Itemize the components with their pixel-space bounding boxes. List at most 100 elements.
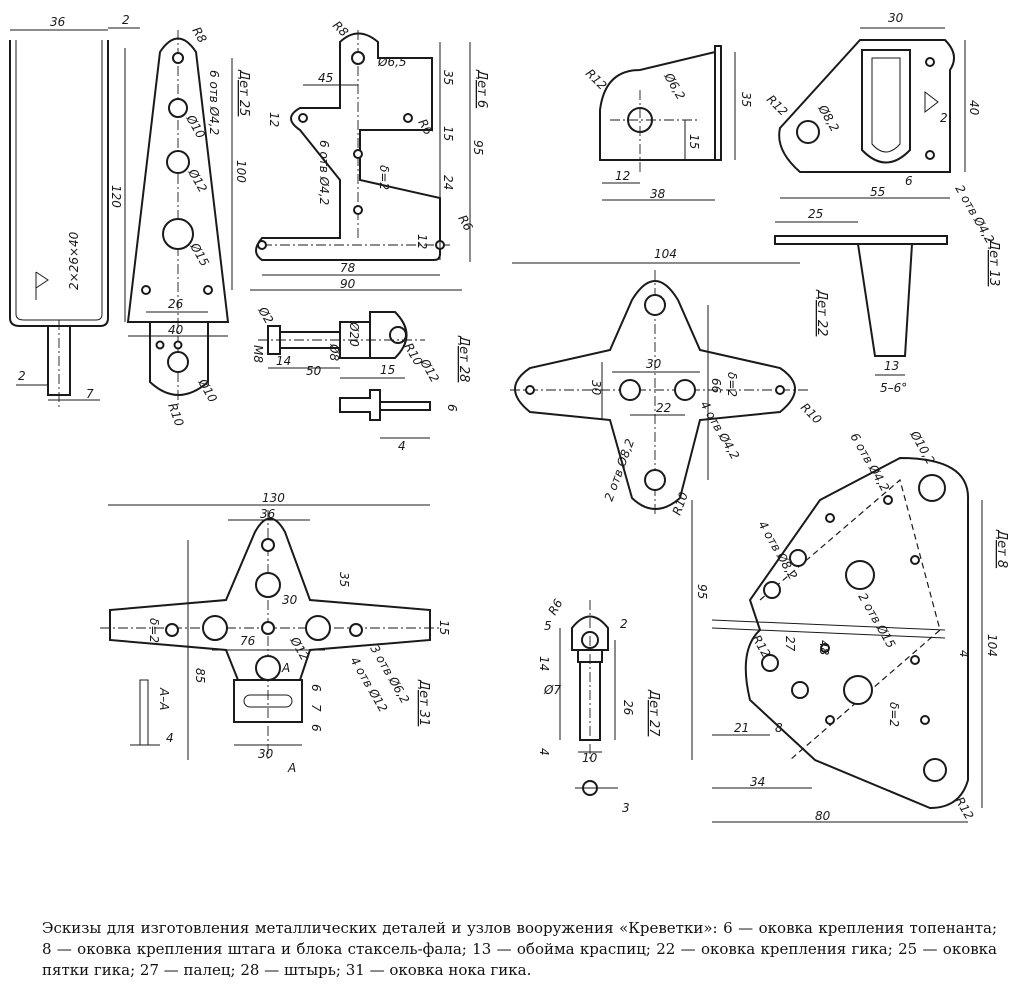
p22-30h: 30 [646,357,662,371]
p27-5: 5 [544,619,552,633]
p8-8: 8 [775,721,783,735]
p8-21: 21 [734,721,749,735]
p13-r12: R12 [764,92,791,119]
p22-30v: 30 [589,380,603,396]
p31-130: 130 [262,491,285,505]
part-6: R8 Ø6,5 35 45 12 R6 15 95 6 отв Ø4,2 δ=2… [250,18,489,291]
p13-55: 55 [870,185,885,199]
p31-label: Дет 31 [416,679,431,726]
p6-d65: Ø6,5 [377,55,407,69]
part-27: R6 5 2 14 Ø7 26 10 4 3 Дет 27 [537,596,661,815]
p22-thick: δ=2 [725,372,739,397]
p27-3: 3 [622,801,630,815]
p27-4: 4 [537,748,551,756]
p8-95: 95 [695,584,709,599]
p31-6: 6 [309,684,323,692]
p28-14: 14 [276,354,291,368]
p28-6: 6 [445,404,459,412]
p8-thick: δ=2 [887,702,901,727]
p31-15: 15 [437,620,451,635]
p13-holes: 2 отв Ø4,2 [952,183,997,246]
p13-13: 13 [884,359,899,373]
p6-thick: δ=2 [377,165,391,190]
p6-35: 35 [441,70,455,85]
p28-d20: Ø20 [347,321,361,347]
p13-6: 6 [905,174,913,188]
p31-30: 30 [282,593,298,607]
p6-12b: 12 [415,234,429,249]
p22-22: 22 [656,401,671,415]
p6-r6b: R6 [455,213,475,234]
part-25: R8 6 отв Ø4,2 Ø10 Ø12 Ø15 120 100 26 40 … [109,25,251,429]
p25-label: Дет 25 [236,69,251,116]
p28-d2: Ø2 [255,304,276,327]
p22-104: 104 [654,247,677,261]
p27-14: 14 [537,656,551,671]
p31-secA: A [281,661,290,675]
p31-section: А–А [157,687,171,710]
p13-2: 2 [940,111,948,125]
p25-holes: 6 отв Ø4,2 [207,70,221,135]
p6-12: 12 [267,112,281,127]
p31-thick: δ=2 [147,618,161,643]
side-15: 15 [687,134,701,149]
p6-24: 24 [441,175,455,190]
figure-caption: Эскизы для изготовления металлических де… [42,919,997,979]
p6-45: 45 [318,71,333,85]
p6-15: 15 [441,126,455,141]
p31-30b: 30 [258,747,274,761]
p31-secA2: A [287,761,296,775]
part-strip: 36 2 2×26×40 2 7 [9,13,140,410]
p22-66: 66 [709,378,723,394]
p27-2: 2 [620,617,628,631]
side-35: 35 [739,92,753,107]
part-13: 30 R12 Ø8,2 40 2 6 55 2 отв Ø4,2 25 13 5… [764,11,1001,395]
p6-95: 95 [471,140,485,155]
p8-label: Дет 8 [994,529,1009,568]
part-22: 104 30 30 66 δ=2 4 отв Ø4,2 22 R10 2 отв… [510,247,829,517]
p6-78: 78 [340,261,356,275]
p31-76: 76 [240,634,256,648]
p28-m8: M8 [251,345,265,363]
p31-4: 4 [166,731,174,745]
p6-90: 90 [340,277,356,291]
side-12: 12 [615,169,630,183]
p8-48: 48 [817,640,831,656]
p6-label: Дет 6 [474,69,489,108]
p8-r12b: R12 [952,795,976,822]
p28-label: Дет 28 [456,335,471,382]
p25-40: 40 [168,323,184,337]
p27-d7: Ø7 [543,683,561,697]
p31-35: 35 [337,572,351,587]
p22-r10: R10 [798,400,825,427]
p25-r10: R10 [165,401,186,428]
part-side-bracket: R12 Ø6,2 35 15 12 38 [583,45,753,201]
side-38: 38 [650,187,666,201]
part-8: Ø10,2 6 отв Ø4,2 4 отв Ø8,2 2 отв Ø15 95… [691,428,1009,823]
p31-6b: 6 [309,724,323,732]
drawing-sheet: 36 2 2×26×40 2 7 R8 6 отв Ø4,2 Ø10 Ø12 Ø… [9,11,1009,823]
p31-85: 85 [193,668,207,683]
p8-34: 34 [750,775,765,789]
p25-26: 26 [168,297,184,311]
part-31: 130 36 35 30 δ=2 76 Ø12 3 отв Ø6,2 4 отв… [100,491,451,775]
p8-27: 27 [783,636,797,652]
p22-label: Дет 22 [814,289,829,336]
strip-dim-width: 36 [50,15,66,29]
p31-7: 7 [309,704,323,712]
p13-30: 30 [888,11,904,25]
p25-120: 120 [109,185,123,208]
p28-15: 15 [380,363,395,377]
p8-80: 80 [815,809,831,823]
strip-dim-thick: 2 [122,13,130,27]
p25-r8: R8 [189,25,209,46]
p27-label: Дет 27 [646,689,661,737]
p28-d8: Ø8 [327,343,341,361]
p6-holes: 6 отв Ø4,2 [317,140,331,205]
p28-4: 4 [398,439,406,453]
p27-10: 10 [582,751,598,765]
p13-40: 40 [967,100,981,116]
p8-104: 104 [985,634,999,657]
p27-r6: R6 [545,596,565,617]
p28-50: 50 [306,364,322,378]
